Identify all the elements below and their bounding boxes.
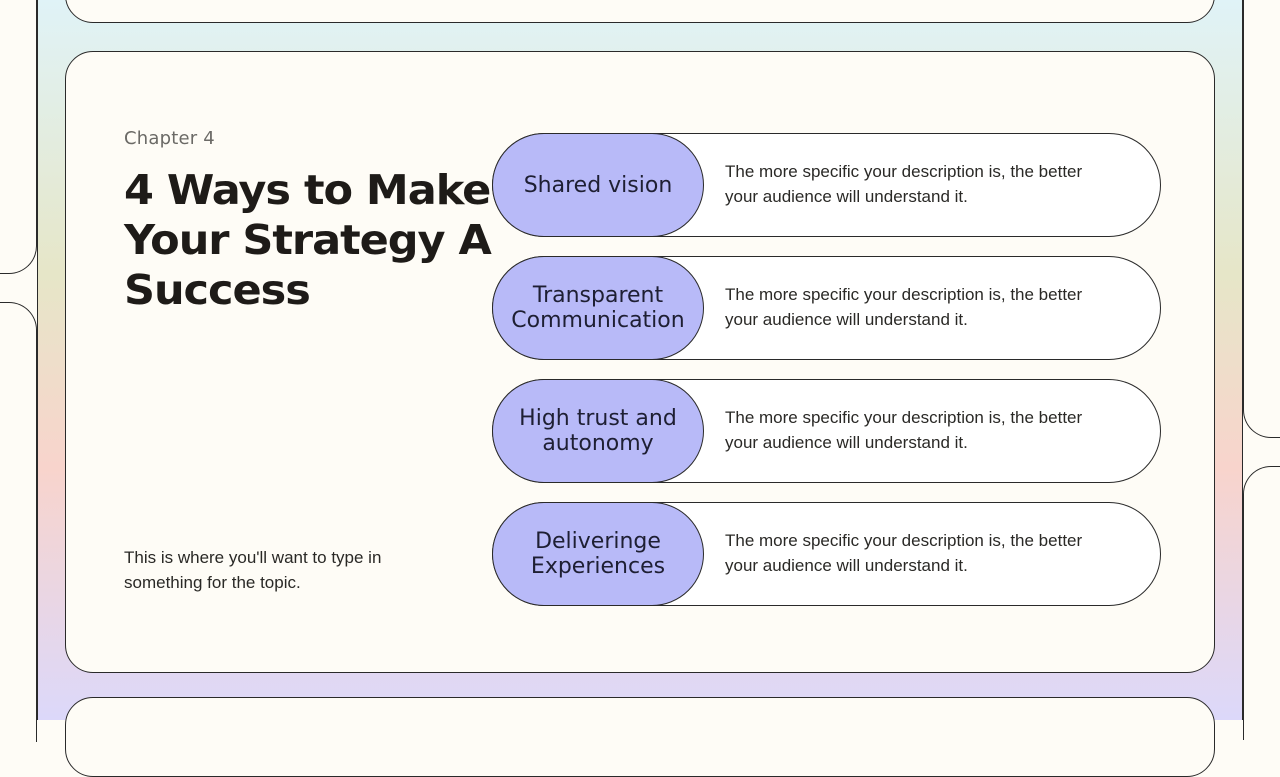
topic-text: This is where you'll want to type in som… [124, 548, 382, 592]
strategy-label-pill: Transparent Communication [492, 256, 704, 360]
strategy-label-pill: Deliveringe Experiences [492, 502, 704, 606]
strategy-item: High trust and autonomy The more specifi… [492, 379, 1161, 483]
right-side-card-upper [1243, 0, 1280, 438]
strategy-label-pill: Shared vision [492, 133, 704, 237]
slide-title: 4 Ways to Make Your Strategy A Success [124, 166, 492, 314]
previous-slide-card[interactable] [65, 0, 1215, 23]
next-slide-card[interactable] [65, 697, 1215, 777]
strategy-item: Shared vision The more specific your des… [492, 133, 1161, 237]
strategy-label-pill: High trust and autonomy [492, 379, 704, 483]
strategy-description: The more specific your description is, t… [725, 162, 1083, 206]
chapter-label: Chapter 4 [124, 128, 215, 149]
strategy-description: The more specific your description is, t… [725, 408, 1083, 452]
strategy-list: Shared vision The more specific your des… [492, 133, 1161, 625]
strategy-description: The more specific your description is, t… [725, 285, 1083, 329]
strategy-description: The more specific your description is, t… [725, 531, 1083, 575]
strategy-item: Transparent Communication The more speci… [492, 256, 1161, 360]
strategy-item: Deliveringe Experiences The more specifi… [492, 502, 1161, 606]
right-side-card-lower [1243, 466, 1280, 740]
left-side-card-lower [0, 302, 37, 742]
left-side-card-upper [0, 0, 37, 274]
